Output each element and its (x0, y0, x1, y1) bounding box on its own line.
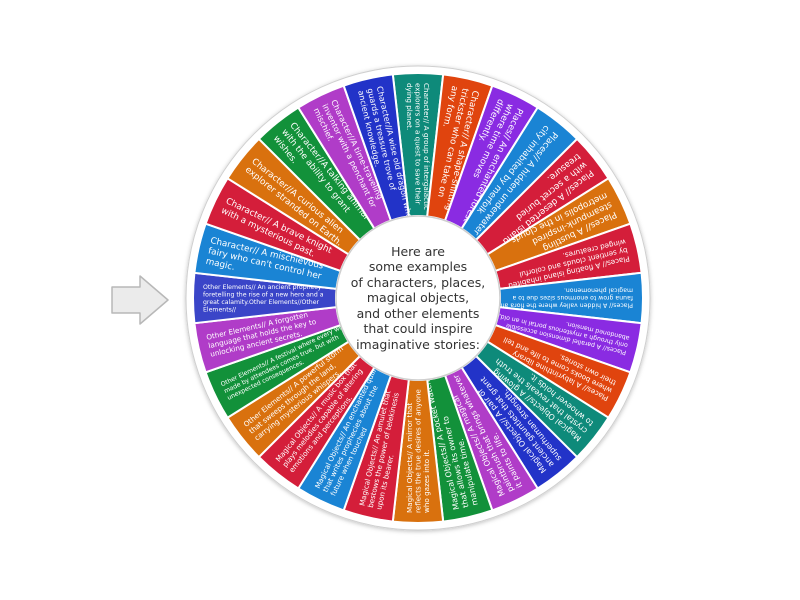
wheel-segment-label: Places// A hidden valley where the flora… (497, 286, 633, 308)
wheel-segment-label: Character// A group of intergalacticexpl… (405, 83, 431, 210)
wheel-segments: Character// A group of intergalacticexpl… (192, 72, 644, 524)
arrow-right-icon (111, 275, 169, 325)
wheel-center-hub (335, 215, 501, 381)
wheel-segment-label: Magical Objects// A mirror thatreflects … (405, 389, 431, 513)
